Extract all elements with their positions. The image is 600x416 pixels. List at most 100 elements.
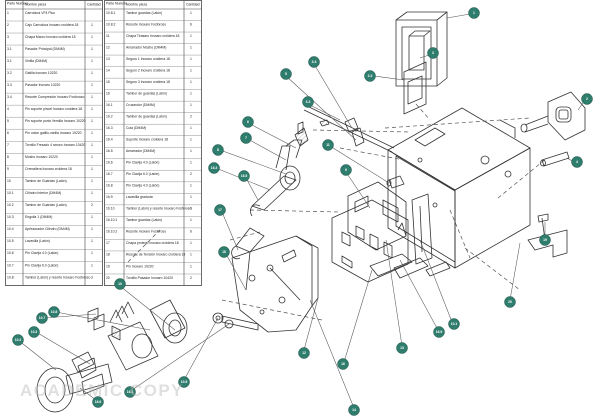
- assembly-lines: [127, 103, 548, 321]
- part-number-cell: 10.8.2: [106, 22, 116, 26]
- quantity-cell: 1: [91, 59, 93, 63]
- callout-bubble: [364, 70, 376, 82]
- callout-bubble: [322, 139, 334, 151]
- table-left-header-part: Parte Numero: [7, 2, 28, 6]
- callout-10-2: 10.2: [12, 334, 24, 346]
- part-number-cell: 13: [106, 57, 110, 61]
- part-name-cell: Amarrador (DM4M): [126, 149, 155, 153]
- quantity-cell: 1: [190, 91, 192, 95]
- callout-10: 10: [114, 278, 126, 290]
- callout-label: 3.2: [368, 74, 373, 78]
- part-number-cell: 19: [106, 264, 110, 268]
- callout-bubble: [212, 144, 224, 156]
- callout-bubble: [214, 204, 226, 216]
- part-number-cell: 10.4: [7, 227, 14, 231]
- callout-3-2: 3.2: [364, 70, 376, 82]
- part-number-cell: 20: [106, 276, 110, 280]
- part-name-cell: Pin Clavija 4.0 (Latón): [25, 251, 58, 255]
- callout-label: 16.6: [95, 400, 102, 404]
- quantity-cell: 1: [91, 47, 93, 51]
- callout-16-3: 16.3: [208, 162, 220, 174]
- callout-label: 14: [352, 408, 356, 412]
- quantity-cell: 1: [190, 161, 192, 165]
- callout-16-5: 16.5: [238, 170, 250, 182]
- quantity-cell: 2: [91, 203, 93, 207]
- part-number-cell: 1: [7, 11, 9, 15]
- callout-label: 12: [302, 351, 306, 355]
- part-number-cell: 7: [7, 143, 9, 147]
- lower-cylinder-part: [107, 299, 188, 371]
- callout-9: 9: [340, 164, 352, 176]
- quantity-cell: 1: [91, 179, 93, 183]
- part-number-cell: 16.9: [106, 195, 113, 199]
- part-name-cell: Resorte Inoxaro Fosforoso: [126, 230, 166, 234]
- part-number-cell: 10.7: [7, 263, 14, 267]
- callout-bubble: [124, 386, 136, 398]
- part-number-cell: 5: [7, 119, 9, 123]
- part-number-cell: 3.1: [7, 47, 12, 51]
- callout-20: 20: [504, 296, 516, 308]
- callout-bubble: [28, 326, 40, 338]
- callout-11: 11: [322, 139, 334, 151]
- part-number-cell: 16.7: [106, 172, 113, 176]
- callout-label: 10.8: [51, 310, 58, 314]
- upper-cylinder-part: [250, 121, 309, 217]
- callout-label: 18: [222, 250, 226, 254]
- part-number-cell: 18: [106, 253, 110, 257]
- part-name-cell: Tambor guardas (Latón): [126, 11, 162, 15]
- part-name-cell: Resorte de Tensión Inoxaro croldera 18: [126, 253, 185, 257]
- quantity-cell: 1: [190, 103, 192, 107]
- callout-bubble: [208, 162, 220, 174]
- callout-bubble: [308, 56, 320, 68]
- front-plate-part: [403, 61, 427, 115]
- part-name-cell: Tambor de Guardas (Latón): [25, 203, 67, 207]
- callout-label: 16.1: [127, 390, 134, 394]
- callout-10-8: 10.8: [48, 306, 60, 318]
- part-name-cell: Pasador Principal (DM4M): [25, 47, 65, 51]
- pin-part: [540, 151, 570, 167]
- part-name-cell: Soporte Inoxaro croldera 18: [126, 138, 168, 142]
- part-name-cell: Pin union gatillo-varilla Inoxaro 10220: [25, 131, 82, 135]
- part-number-cell: 16: [106, 91, 110, 95]
- part-number-cell: 10.6: [7, 251, 14, 255]
- callout-bubble: [433, 326, 445, 338]
- part-name-cell: Tornillo Pasador Inoxaro 10420: [126, 276, 173, 280]
- quantity-cell: 3: [190, 207, 192, 211]
- part-number-cell: 16.10.1: [106, 218, 117, 222]
- callout-bubble: [178, 376, 190, 388]
- lock-case-part: [387, 107, 531, 269]
- part-name-cell: Amarrador Mosho (DM4M): [126, 45, 166, 49]
- part-name-cell: Pin Clavija 6.0 (Latón): [25, 263, 58, 267]
- part-name-cell: Tambor (Latón) y resorte Inoxaro Fosforo…: [126, 207, 192, 211]
- part-number-cell: 16.5: [106, 149, 113, 153]
- part-name-cell: Cremallera Inoxaro croldera 18: [25, 167, 72, 171]
- callout-16-6: 16.6: [92, 396, 104, 408]
- quantity-cell: 3: [91, 275, 93, 279]
- part-number-cell: 3.1: [7, 59, 12, 63]
- part-name-cell: Cola (DM4M): [126, 126, 146, 130]
- callout-19: 19: [539, 234, 551, 246]
- part-name-cell: Pin soporte porta Vernilla Inoxaro 10220: [25, 119, 86, 123]
- screw-part: [386, 175, 405, 189]
- part-name-cell: Tambor de guardas (Latón): [126, 91, 167, 95]
- callout-12: 12: [298, 347, 310, 359]
- callout-label: 16.3: [211, 166, 218, 170]
- callout-label: 10: [118, 282, 122, 286]
- callout-17: 17: [214, 204, 226, 216]
- part-number-cell: 6: [7, 131, 9, 135]
- part-name-cell: Vinilla (DM4M): [25, 59, 47, 63]
- part-number-cell: 17: [106, 241, 110, 245]
- callout-bubble: [581, 93, 593, 105]
- callout-13: 13: [396, 342, 408, 354]
- callout-bubble: [238, 170, 250, 182]
- quantity-cell: 1: [190, 195, 192, 199]
- part-name-cell: Pasador Inoxaro 10220: [25, 83, 60, 87]
- part-number-cell: 3.4: [7, 95, 12, 99]
- part-name-cell: Cilindro Interior (DM4M): [25, 191, 61, 195]
- quantity-cell: 1: [190, 149, 192, 153]
- callout-16: 16: [337, 358, 349, 370]
- part-number-cell: 3.3: [7, 83, 12, 87]
- quantity-cell: 1: [190, 80, 192, 84]
- part-name-cell: Lavavilla graduda: [126, 195, 153, 199]
